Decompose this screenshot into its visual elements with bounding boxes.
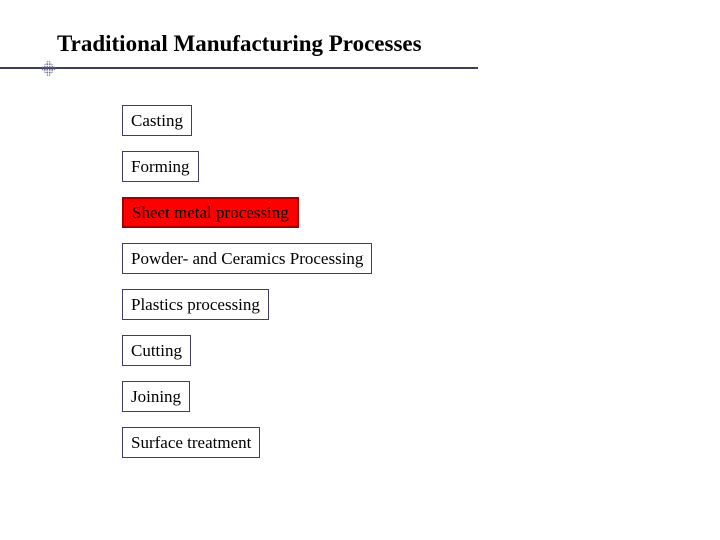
process-box-joining: Joining [122, 381, 191, 412]
title-divider-line [0, 67, 478, 69]
process-box-surface-treatment: Surface treatment [122, 427, 261, 458]
process-box-casting: Casting [122, 105, 192, 136]
process-box-sheet-metal-processing: Sheet metal processing [122, 197, 299, 228]
page-title: Traditional Manufacturing Processes [57, 31, 422, 56]
process-box-powder-and-ceramics-processing: Powder- and Ceramics Processing [122, 243, 373, 274]
process-box-forming: Forming [122, 151, 199, 182]
process-box-cutting: Cutting [122, 335, 192, 366]
dotted-diamond-icon [41, 60, 56, 77]
process-box-plastics-processing: Plastics processing [122, 289, 269, 320]
